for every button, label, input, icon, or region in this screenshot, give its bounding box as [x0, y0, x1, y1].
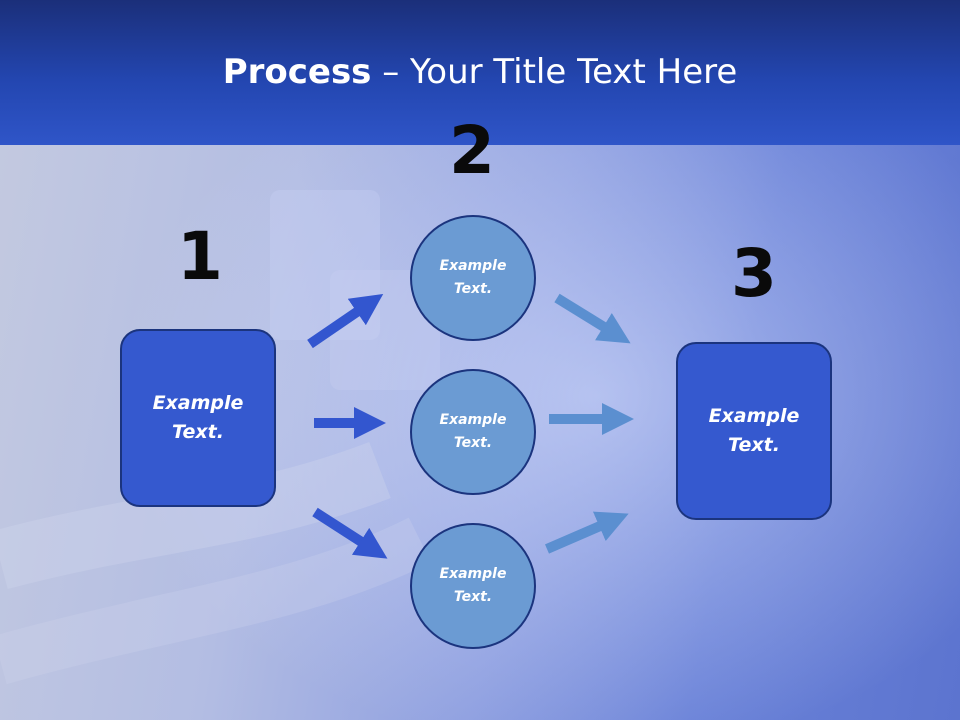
arrow-from-top	[554, 293, 631, 344]
circle-middle: Example Text.	[410, 369, 536, 495]
circle-top-line2: Text.	[453, 281, 493, 297]
title-bar	[0, 0, 960, 145]
title-bold: Process	[222, 52, 372, 92]
circle-middle-line1: Example	[439, 412, 507, 428]
left-box-line1: Example	[152, 392, 244, 414]
step-number-1: 1	[177, 218, 223, 295]
circle-middle-line2: Text.	[453, 435, 493, 451]
right-box-line1: Example	[708, 405, 800, 427]
circle-bottom-line2: Text.	[453, 589, 493, 605]
left-box: Example Text.	[120, 329, 276, 507]
step-number-3: 3	[731, 235, 777, 312]
circle-bottom: Example Text.	[410, 523, 536, 649]
circle-top-line1: Example	[439, 258, 507, 274]
circle-top: Example Text.	[410, 215, 536, 341]
left-box-line2: Text.	[172, 421, 224, 443]
arrow-to-top	[307, 293, 384, 349]
right-box: Example Text.	[676, 342, 832, 520]
circle-bottom-line1: Example	[439, 566, 507, 582]
title-rest: – Your Title Text Here	[371, 52, 738, 92]
step-number-2: 2	[449, 112, 495, 189]
arrow-to-bottom	[312, 507, 388, 559]
right-box-line2: Text.	[728, 434, 780, 456]
slide-title: Process – Your Title Text Here	[0, 52, 960, 92]
arrow-from-bottom	[545, 511, 629, 554]
